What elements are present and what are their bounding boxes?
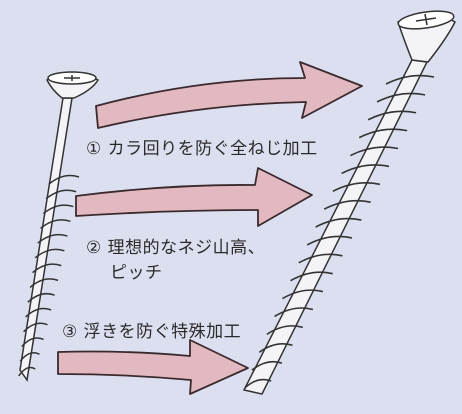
thread-ridge	[290, 271, 333, 282]
large-screw-threads	[244, 74, 435, 389]
thread-ridge	[282, 289, 324, 300]
label-3-text: 浮きを防ぐ特殊加工	[83, 322, 242, 342]
thread-ridge	[27, 292, 55, 303]
thread-ridge	[258, 342, 293, 353]
thread-ridge	[34, 248, 65, 259]
thread-ridge	[341, 164, 390, 175]
thread-ridge	[45, 189, 77, 200]
thread-ridge	[385, 74, 435, 85]
thread-ridge	[376, 92, 426, 103]
thread-ridge	[244, 378, 272, 389]
label-3-marker: ③	[62, 322, 78, 342]
feature-label-1: ① カラ回りを防ぐ全ねじ加工	[86, 134, 318, 159]
thread-ridge	[37, 233, 68, 244]
thread-ridge	[358, 128, 408, 139]
small-screw	[18, 71, 100, 382]
thread-ridge	[274, 307, 314, 318]
thread-ridge	[40, 219, 71, 229]
arrow-3	[57, 339, 249, 395]
label-1-marker: ①	[86, 139, 102, 159]
label-1-text: カラ回りを防ぐ全ねじ加工	[107, 139, 318, 159]
phillips-cross-icon	[415, 13, 437, 26]
thread-ridge	[18, 366, 36, 377]
arrow-2	[75, 167, 313, 227]
thread-ridge	[298, 253, 343, 264]
thread-ridge	[266, 325, 304, 336]
thread-ridge	[251, 360, 283, 371]
arrow-1	[95, 61, 363, 129]
label-2-text-line1: 理想的なネジ山高、	[107, 238, 266, 258]
thread-ridge	[29, 278, 59, 288]
large-screw	[242, 10, 456, 395]
label-2-text-line2: ピッチ	[110, 263, 163, 283]
thread-ridge	[332, 182, 381, 193]
thread-ridge	[350, 146, 399, 157]
thread-ridge	[23, 322, 48, 333]
thread-ridge	[19, 352, 40, 362]
thread-ridge	[48, 174, 80, 185]
thread-ridge	[306, 235, 353, 246]
large-screw-shaft	[242, 59, 429, 395]
thread-ridge	[42, 204, 74, 215]
thread-ridge	[21, 337, 44, 347]
thread-ridge	[367, 110, 417, 121]
thread-ridge	[32, 263, 62, 274]
phillips-cross-icon	[64, 75, 80, 81]
feature-label-3: ③ 浮きを防ぐ特殊加工	[62, 317, 241, 342]
thread-ridge	[25, 307, 52, 318]
thread-ridge	[323, 199, 371, 210]
thread-ridge	[315, 217, 362, 228]
label-2-marker: ②	[86, 238, 102, 258]
feature-label-2: ② 理想的なネジ山高、 ピッチ	[86, 236, 265, 286]
small-screw-threads	[18, 174, 80, 377]
